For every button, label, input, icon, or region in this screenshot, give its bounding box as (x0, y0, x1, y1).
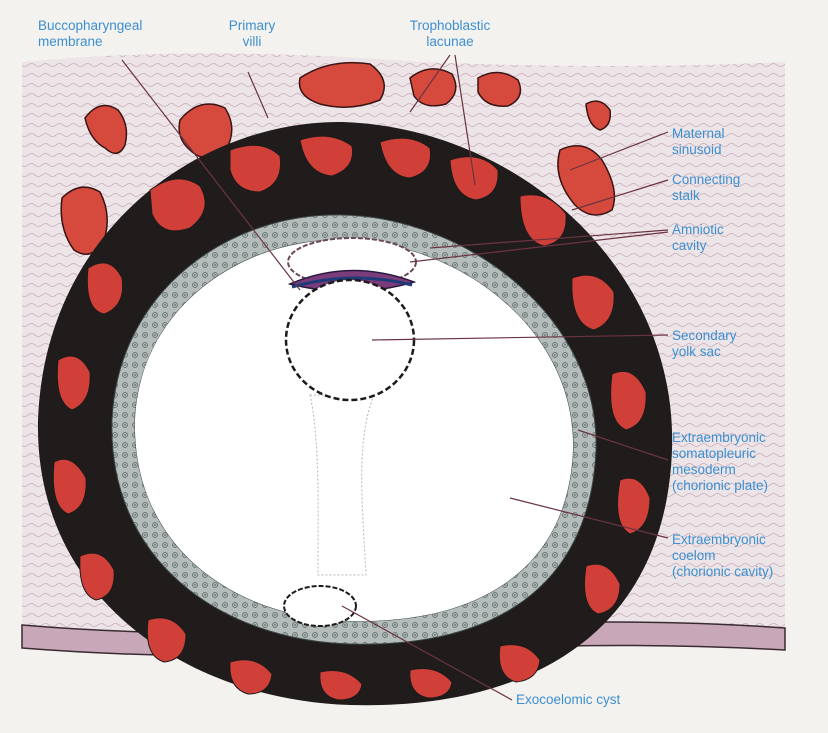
label-buccopharyngeal-membrane: Buccopharyngeal membrane (38, 18, 208, 58)
label-exocoelomic-cyst: Exocoelomic cyst (516, 692, 676, 714)
label-extraembryonic-coelom: Extraembryonic coelom (chorionic cavity) (672, 532, 828, 588)
label-trophoblastic-lacunae: Trophoblastic lacunae (385, 18, 515, 58)
label-maternal-sinusoid: Maternal sinusoid (672, 126, 822, 166)
label-extraembryonic-somatopleuric-mesoderm: Extraembryonic somatopleuric mesoderm (c… (672, 430, 828, 502)
label-connecting-stalk: Connecting stalk (672, 172, 822, 212)
label-secondary-yolk-sac: Secondary yolk sac (672, 328, 822, 368)
exocoelomic-cyst (284, 586, 356, 626)
label-amniotic-cavity: Amniotic cavity (672, 222, 822, 262)
label-primary-villi: Primary villi (212, 18, 292, 58)
